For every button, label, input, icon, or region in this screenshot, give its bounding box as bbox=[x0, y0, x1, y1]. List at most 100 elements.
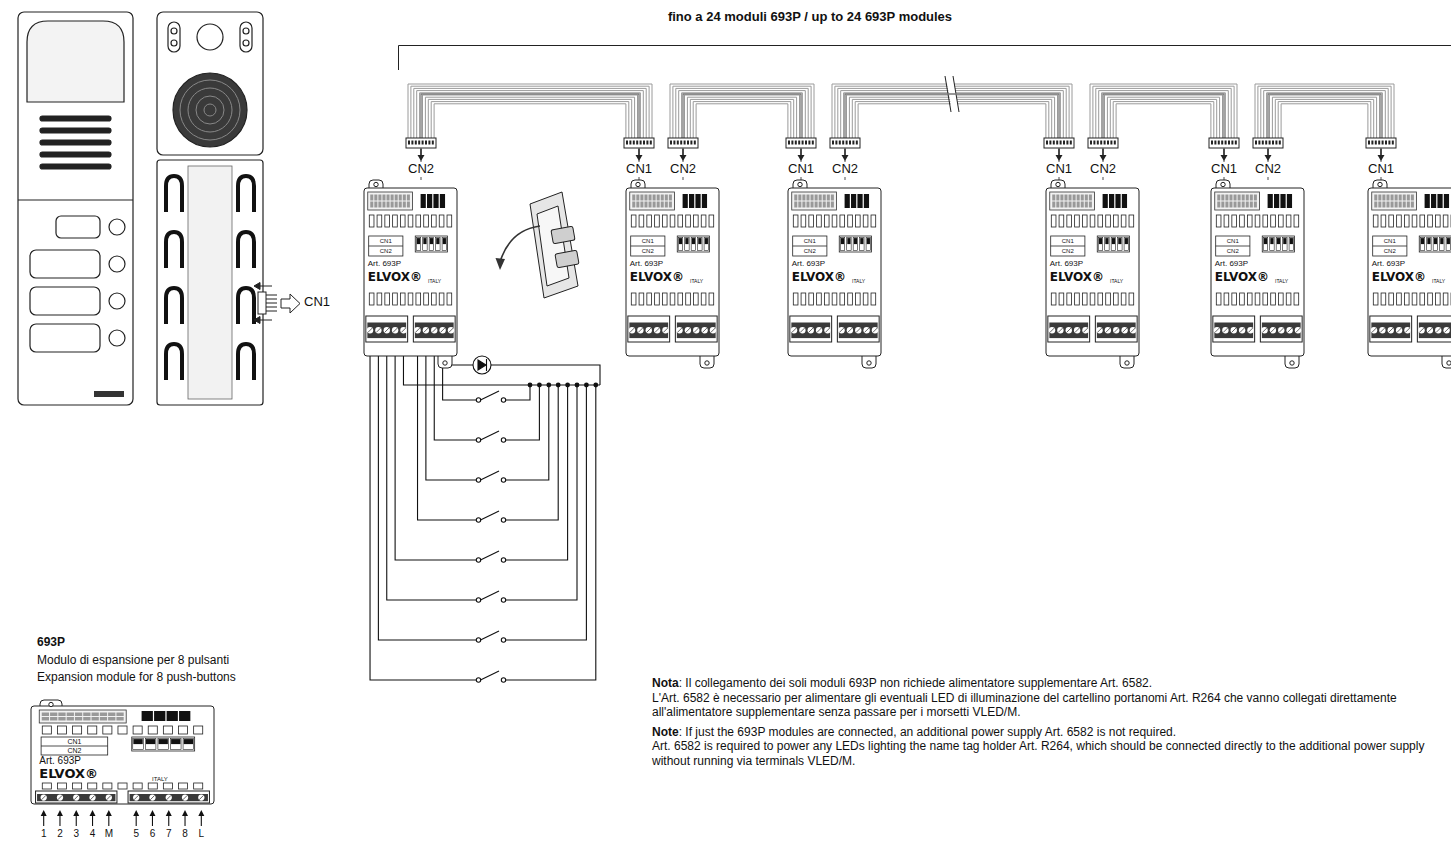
module-housing bbox=[88, 783, 97, 789]
cable-plug bbox=[1368, 141, 1370, 145]
door-panel-rear bbox=[188, 88, 232, 132]
module-housing bbox=[447, 293, 452, 305]
module-housing bbox=[1379, 327, 1385, 333]
module-housing bbox=[1106, 293, 1111, 305]
module-housing bbox=[58, 795, 62, 799]
module-housing bbox=[1250, 202, 1253, 208]
module-housing bbox=[1389, 328, 1393, 332]
flat-cable bbox=[683, 94, 801, 180]
module-housing bbox=[1290, 238, 1293, 244]
pushbutton-wiring bbox=[506, 385, 530, 400]
cable-plug bbox=[1211, 141, 1213, 145]
module-housing bbox=[678, 293, 683, 305]
cable-plug bbox=[1100, 141, 1102, 145]
module-housing bbox=[705, 238, 708, 244]
module-housing bbox=[694, 328, 698, 332]
module-housing bbox=[1382, 195, 1385, 201]
mounting-hooks bbox=[166, 176, 254, 380]
ribbon-cable bbox=[431, 102, 629, 138]
door-panel-front bbox=[40, 128, 111, 133]
module-housing bbox=[839, 323, 878, 339]
module-housing bbox=[403, 195, 406, 201]
module-housing bbox=[646, 327, 652, 333]
cable-plug bbox=[408, 141, 410, 145]
module-housing bbox=[37, 794, 115, 801]
pushbutton-wiring bbox=[418, 342, 476, 520]
module-housing bbox=[1420, 293, 1425, 305]
module-housing bbox=[442, 238, 446, 251]
module-housing bbox=[838, 327, 844, 333]
module-housing bbox=[711, 328, 715, 332]
cable-plug bbox=[1058, 149, 1059, 155]
cable-plug bbox=[842, 155, 849, 161]
module-housing bbox=[1049, 327, 1055, 333]
module-housing bbox=[1050, 328, 1054, 332]
module-housing bbox=[100, 717, 107, 721]
module-housing bbox=[791, 327, 797, 333]
module-housing bbox=[50, 713, 57, 717]
module-housing bbox=[1242, 195, 1245, 201]
module-housing bbox=[640, 202, 643, 208]
module-housing bbox=[1105, 327, 1111, 333]
pushbutton-wiring bbox=[506, 385, 596, 680]
ribbon-cable bbox=[1264, 91, 1386, 138]
article-code: Art. 693P bbox=[792, 260, 825, 268]
module-housing bbox=[1077, 202, 1080, 208]
panel-connector bbox=[260, 320, 272, 321]
cable-plug bbox=[646, 141, 648, 145]
module-housing bbox=[1083, 328, 1087, 332]
module-housing bbox=[1059, 293, 1064, 305]
module-housing bbox=[1389, 293, 1394, 305]
cable-plug bbox=[1385, 141, 1387, 145]
brand-logo: ELVOX® bbox=[39, 767, 98, 780]
panel-connector bbox=[254, 317, 260, 324]
module-housing bbox=[370, 195, 373, 201]
module-housing bbox=[1399, 202, 1402, 208]
module-housing bbox=[1069, 202, 1072, 208]
note-text: L'Art. 6582 è necessario per alimentare … bbox=[652, 691, 1397, 720]
pushbutton-wiring bbox=[370, 342, 476, 680]
module-housing bbox=[855, 327, 861, 333]
cable-plug bbox=[624, 138, 654, 161]
module-housing bbox=[676, 327, 682, 333]
module-housing bbox=[827, 195, 830, 201]
module-housing bbox=[399, 195, 402, 201]
door-panel-rear bbox=[157, 160, 263, 405]
module-housing bbox=[815, 202, 818, 208]
module-housing bbox=[1223, 328, 1227, 332]
terminal-number: 7 bbox=[166, 828, 172, 840]
module-housing bbox=[1397, 215, 1402, 227]
module-housing bbox=[150, 795, 154, 799]
module-housing bbox=[1368, 188, 1451, 356]
module-housing bbox=[809, 215, 814, 227]
module-housing bbox=[1225, 202, 1228, 208]
module-housing bbox=[695, 194, 700, 208]
pushbutton-wiring bbox=[378, 342, 476, 640]
module-housing bbox=[1417, 316, 1451, 342]
module-housing bbox=[439, 293, 444, 305]
module-housing bbox=[399, 202, 402, 208]
module-housing bbox=[41, 746, 108, 747]
module-housing bbox=[653, 202, 656, 208]
expansion-module: CN1CN2Art. 693PELVOX®ITALY bbox=[30, 700, 215, 808]
ribbon-cable bbox=[1102, 93, 1226, 138]
module-housing bbox=[183, 739, 194, 750]
module-housing bbox=[1411, 202, 1414, 208]
module-housing bbox=[1232, 215, 1237, 227]
module-housing bbox=[1268, 194, 1273, 208]
connector-label: CN2 bbox=[1227, 246, 1239, 256]
module-housing bbox=[657, 195, 660, 201]
module-housing bbox=[693, 327, 699, 333]
module-housing bbox=[88, 726, 97, 734]
connector-label: CN1 bbox=[642, 236, 654, 246]
module-housing bbox=[867, 361, 871, 365]
module-housing bbox=[1286, 327, 1292, 333]
module-housing bbox=[661, 195, 664, 201]
cable-plug bbox=[690, 141, 692, 145]
cable-plug bbox=[1265, 155, 1272, 161]
cable-plug bbox=[1209, 138, 1239, 161]
brand-logo: ELVOX® bbox=[792, 271, 846, 283]
connector-label: CN1 bbox=[804, 236, 816, 246]
module-housing bbox=[860, 238, 864, 251]
module-housing bbox=[103, 783, 112, 789]
